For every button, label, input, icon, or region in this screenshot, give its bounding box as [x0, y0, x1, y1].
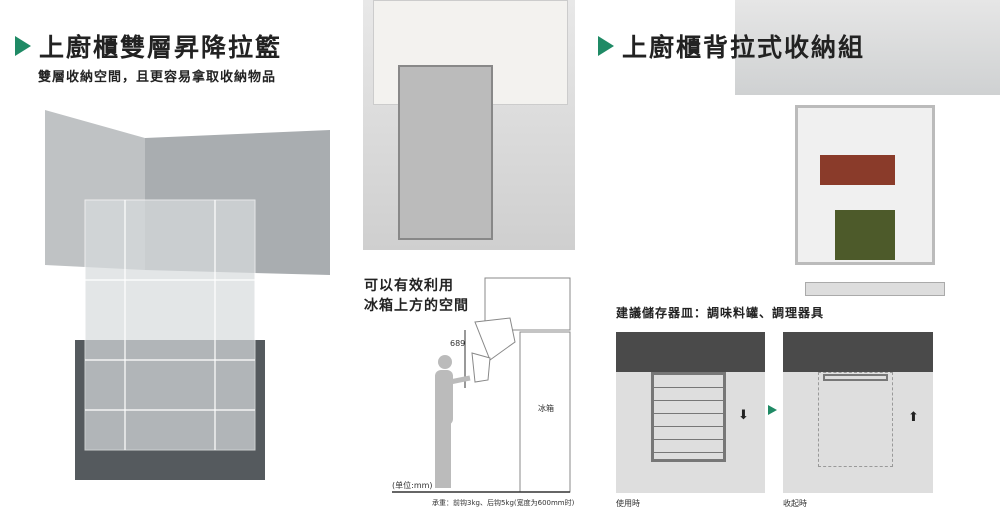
- arrow-up-icon: ⬆: [908, 410, 919, 425]
- fridge-diagram: 689 冰箱 (单位:mm) 承重：前钩3kg、后钩5kg(宽度为600mm时): [360, 270, 600, 518]
- storage-suggestion: 建議儲存器皿：調味料罐、調理器具: [616, 306, 825, 320]
- unit-label: (单位:mm): [392, 481, 433, 490]
- fridge-label: 冰箱: [538, 404, 554, 413]
- product-illustration-double-basket: [45, 110, 335, 485]
- load-note: 承重：前钩3kg、后钩5kg(宽度为600mm时): [432, 499, 575, 507]
- label-in-use: 使用時: [616, 499, 640, 508]
- title-text: 上廚櫃雙層昇降拉籃: [39, 33, 283, 62]
- diagram-stored: ⬆: [783, 332, 933, 493]
- diagram-in-use: ⬇: [616, 332, 765, 493]
- product-photo-lift-basket: [363, 0, 575, 250]
- transition-arrow-icon: [768, 405, 777, 415]
- triangle-bullet-icon: [15, 36, 31, 56]
- triangle-bullet-icon: [598, 36, 614, 56]
- title-text: 上廚櫃背拉式收納組: [622, 33, 866, 62]
- subtitle-left: 雙層收納空間，且更容易拿取收納物品: [38, 70, 277, 85]
- section-title-right: 上廚櫃背拉式收納組: [598, 28, 865, 64]
- arrow-down-icon: ⬇: [738, 408, 749, 423]
- label-stored: 收起時: [783, 499, 807, 508]
- dimension-label: 689: [450, 339, 466, 348]
- diagram-caption: 可以有效利用冰箱上方的空間: [364, 278, 469, 314]
- product-photo-pullout-rack: [735, 0, 1000, 305]
- section-title-left: 上廚櫃雙層昇降拉籃: [15, 28, 282, 64]
